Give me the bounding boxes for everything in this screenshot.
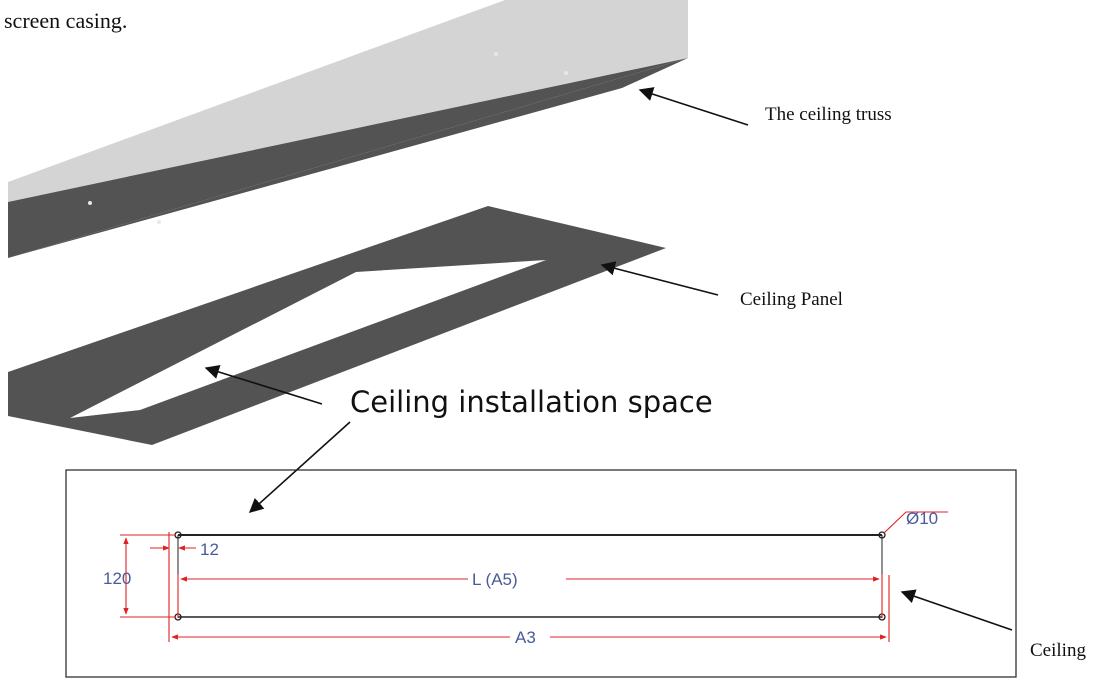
corner-hole [878, 531, 886, 539]
intro-text: screen casing. [4, 8, 127, 33]
ceiling-truss [8, 0, 688, 258]
offset-dimension: 12 [200, 540, 219, 559]
truss-hole [157, 220, 161, 224]
space-arrow-up [204, 364, 323, 405]
panel-label: Ceiling Panel [740, 289, 843, 310]
truss-label: The ceiling truss [765, 104, 892, 125]
ceiling-arrow [900, 589, 1013, 631]
ceiling-label: Ceiling [1030, 640, 1086, 661]
truss-edge-face [8, 0, 688, 202]
panel-arrow [600, 261, 719, 296]
truss-hole [88, 201, 92, 205]
ceiling-panel [8, 206, 666, 445]
truss-hole [564, 71, 568, 75]
dimension-lines [120, 511, 948, 642]
hole-leader [883, 511, 948, 534]
length-dimension: L (A5) [472, 570, 518, 589]
truss-bottom-face [8, 58, 688, 258]
drawing-frame [65, 469, 1017, 678]
space-label: Ceiling installation space [350, 385, 713, 419]
space-arrow-down [248, 421, 351, 513]
truss-arrow [638, 87, 749, 126]
total-dimension: A3 [515, 628, 536, 647]
truss-hole [494, 52, 498, 56]
height-dimension: 120 [103, 569, 131, 588]
hole-dimension: Ø10 [906, 509, 938, 528]
